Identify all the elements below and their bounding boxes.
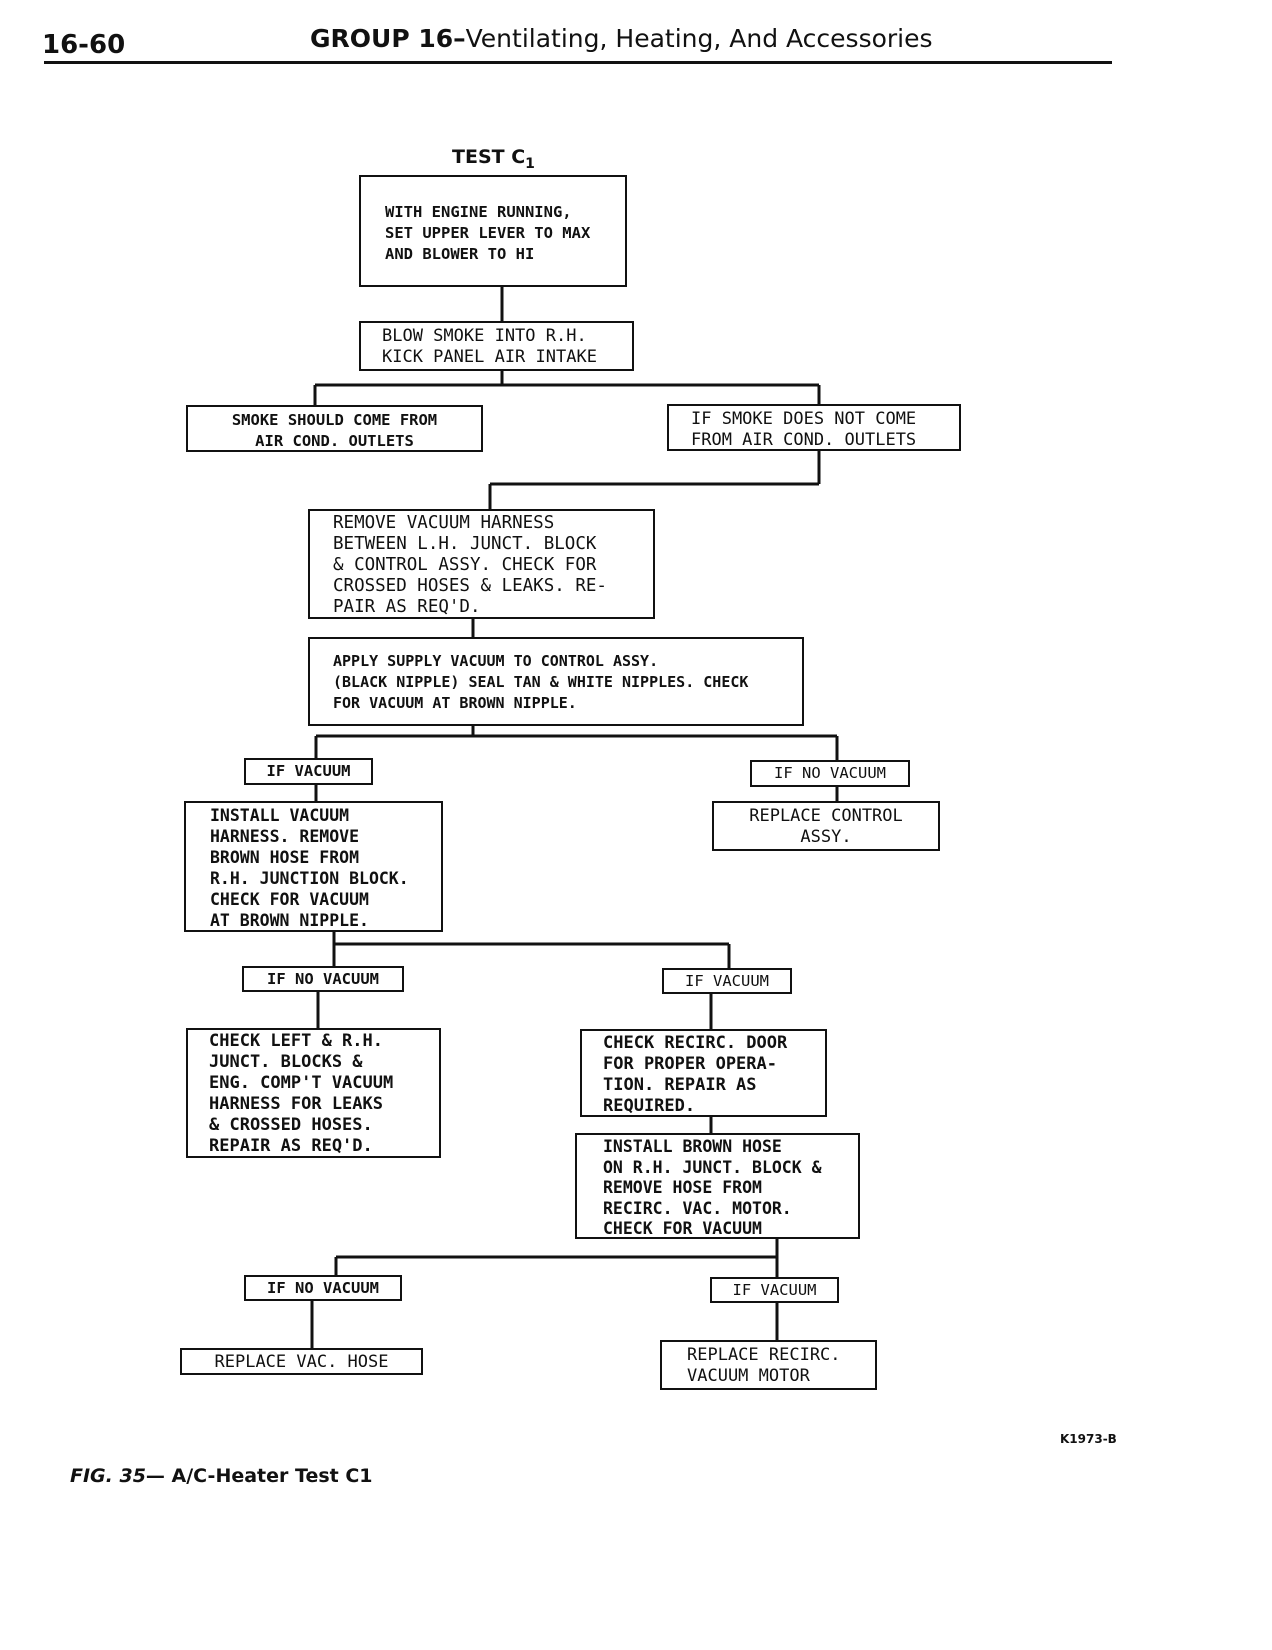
label-if-vacuum-3: IF VACUUM xyxy=(710,1277,839,1303)
label-if-no-vacuum-3: IF NO VACUUM xyxy=(244,1275,402,1301)
action-replace-recirc-motor: REPLACE RECIRC. VACUUM MOTOR xyxy=(660,1340,877,1390)
page-number: 16-60 xyxy=(42,30,126,60)
step-apply-supply-vacuum: APPLY SUPPLY VACUUM TO CONTROL ASSY. (BL… xyxy=(308,637,804,726)
action-replace-control-assy: REPLACE CONTROL ASSY. xyxy=(712,801,940,851)
label-if-vacuum-1: IF VACUUM xyxy=(244,758,373,785)
figure-caption: FIG. 35— A/C-Heater Test C1 xyxy=(70,1465,373,1487)
step-check-junct-blocks: CHECK LEFT & R.H. JUNCT. BLOCKS & ENG. C… xyxy=(186,1028,441,1158)
figure-code: K1973-B xyxy=(1060,1432,1117,1446)
group-title: Ventilating, Heating, And Accessories xyxy=(465,24,933,53)
step-install-vacuum-harness: INSTALL VACUUM HARNESS. REMOVE BROWN HOS… xyxy=(184,801,443,932)
step-start-engine: WITH ENGINE RUNNING, SET UPPER LEVER TO … xyxy=(359,175,627,287)
header-rule xyxy=(44,61,1112,64)
group-label: GROUP 16– xyxy=(310,24,466,53)
label-if-no-vacuum-1: IF NO VACUUM xyxy=(750,760,910,787)
step-install-brown-hose: INSTALL BROWN HOSE ON R.H. JUNCT. BLOCK … xyxy=(575,1133,860,1239)
action-replace-vac-hose: REPLACE VAC. HOSE xyxy=(180,1348,423,1375)
test-title-subscript: 1 xyxy=(525,155,535,172)
figure-caption-text: — A/C-Heater Test C1 xyxy=(145,1465,373,1487)
result-smoke-not-come: IF SMOKE DOES NOT COME FROM AIR COND. OU… xyxy=(667,404,961,451)
test-title-main: TEST C xyxy=(452,146,526,168)
step-blow-smoke: BLOW SMOKE INTO R.H. KICK PANEL AIR INTA… xyxy=(359,321,634,371)
step-check-recirc-door: CHECK RECIRC. DOOR FOR PROPER OPERA- TIO… xyxy=(580,1029,827,1117)
step-remove-vacuum-harness: REMOVE VACUUM HARNESS BETWEEN L.H. JUNCT… xyxy=(308,509,655,619)
label-if-no-vacuum-2: IF NO VACUUM xyxy=(242,966,404,992)
test-title: TEST C1 xyxy=(452,146,535,172)
label-if-vacuum-2: IF VACUUM xyxy=(662,968,792,994)
figure-caption-prefix: FIG. 35 xyxy=(70,1465,146,1487)
result-smoke-should-come: SMOKE SHOULD COME FROM AIR COND. OUTLETS xyxy=(186,405,483,452)
page-header-title: GROUP 16–Ventilating, Heating, And Acces… xyxy=(310,24,933,53)
